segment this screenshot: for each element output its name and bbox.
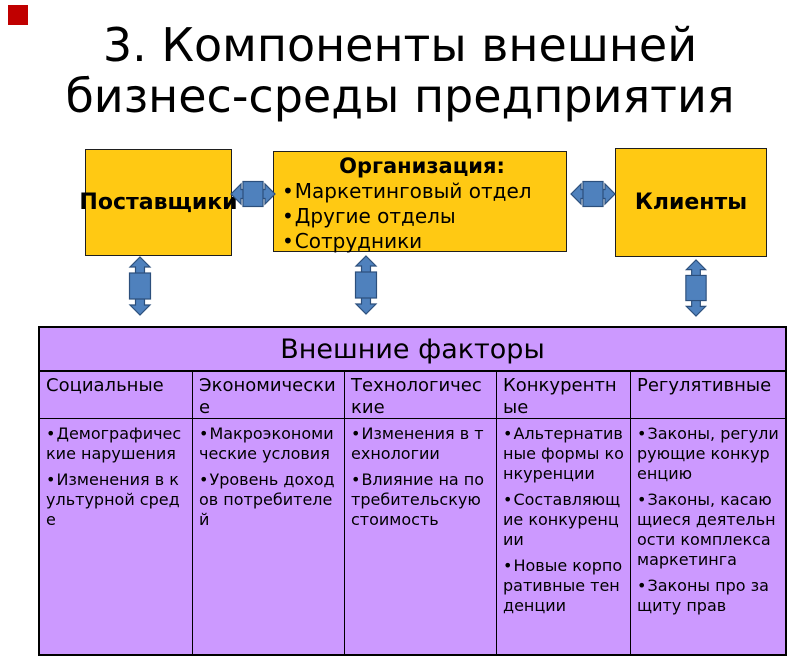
external-factors-table: Внешние факторы Социальные Экономические… xyxy=(38,326,787,656)
item-text: Демографические нарушения xyxy=(46,424,182,463)
clients-box: Клиенты xyxy=(615,148,767,257)
organization-item: •Сотрудники xyxy=(282,229,562,254)
title-line-1: 3. Компоненты внешней xyxy=(102,18,698,72)
table-item: •Изменения в культурной среде xyxy=(46,470,186,530)
table-item: •Влияние на потребительскую стоимость xyxy=(351,470,490,530)
bullet-glyph: • xyxy=(503,490,513,509)
column-header-technological: Технологические xyxy=(345,372,497,419)
bullet-glyph: • xyxy=(637,490,647,509)
page-title: 3. Компоненты внешней бизнес-среды предп… xyxy=(0,20,800,122)
clients-label: Клиенты xyxy=(634,190,748,215)
table-item: •Альтернативные формы конкуренции xyxy=(503,424,624,484)
table-item: •Изменения в технологии xyxy=(351,424,490,464)
table-item: •Новые корпоративные тенденции xyxy=(503,556,624,616)
table-body-row: •Демографические нарушения •Изменения в … xyxy=(40,419,785,655)
organization-item-label: Другие отделы xyxy=(294,204,456,228)
organization-item-label: Сотрудники xyxy=(294,229,423,253)
organization-item-label: Маркетинговый отдел xyxy=(294,179,532,203)
item-text: Законы про защиту прав xyxy=(637,576,769,615)
table-header-row: Социальные Экономические Технологические… xyxy=(40,372,785,419)
column-header-social: Социальные xyxy=(40,372,193,419)
item-text: Законы, касающиеся деятельности комплекс… xyxy=(637,490,776,569)
left-right-arrow-icon xyxy=(570,180,616,208)
table-item: •Уровень доходов потребителей xyxy=(199,470,338,530)
left-right-arrow-icon xyxy=(230,180,276,208)
cell-economic: •Макроэкономические условия •Уровень дох… xyxy=(193,419,345,655)
organization-box: Организация: •Маркетинговый отдел •Други… xyxy=(273,151,567,254)
red-square-decoration xyxy=(8,5,28,25)
organization-item: •Маркетинговый отдел xyxy=(282,179,562,204)
item-text: Альтернативные формы конкуренции xyxy=(503,424,624,483)
item-text: Составляющие конкуренции xyxy=(503,490,621,549)
table-item: •Демографические нарушения xyxy=(46,424,186,464)
item-text: Изменения в культурной среде xyxy=(46,470,180,529)
suppliers-box: Поставщики xyxy=(79,149,238,256)
cell-competitive: •Альтернативные формы конкуренции •Соста… xyxy=(497,419,631,655)
item-text: Законы, регулирующие конкуренцию xyxy=(637,424,779,483)
bullet-glyph: • xyxy=(503,556,513,575)
cell-social: •Демографические нарушения •Изменения в … xyxy=(40,419,193,655)
organization-title: Организация: xyxy=(339,154,505,178)
up-down-arrow-icon xyxy=(354,255,378,315)
up-down-arrow-icon xyxy=(128,256,152,316)
bullet-glyph: • xyxy=(351,470,361,489)
item-text: Макроэкономические условия xyxy=(199,424,334,463)
item-text: Изменения в технологии xyxy=(351,424,484,463)
bullet-glyph: • xyxy=(351,424,361,443)
bullet-glyph: • xyxy=(46,424,56,443)
item-text: Уровень доходов потребителей xyxy=(199,470,335,529)
table-item: •Законы, регулирующие конкуренцию xyxy=(637,424,779,484)
bullet-glyph: • xyxy=(46,470,56,489)
column-header-economic: Экономические xyxy=(193,372,345,419)
column-header-competitive: Конкурентные xyxy=(497,372,631,419)
organization-item: •Другие отделы xyxy=(282,204,562,229)
table-title: Внешние факторы xyxy=(40,328,785,372)
column-header-regulatory: Регулятивные xyxy=(631,372,785,419)
item-text: Влияние на потребительскую стоимость xyxy=(351,470,485,529)
cell-regulatory: •Законы, регулирующие конкуренцию •Закон… xyxy=(631,419,785,655)
table-item: •Законы, касающиеся деятельности комплек… xyxy=(637,490,779,570)
bullet-glyph: • xyxy=(503,424,513,443)
up-down-arrow-icon xyxy=(684,259,708,317)
bullet-glyph: • xyxy=(199,424,209,443)
bullet-glyph: • xyxy=(282,179,294,203)
suppliers-label: Поставщики xyxy=(79,190,238,215)
table-item: •Законы про защиту прав xyxy=(637,576,779,616)
slide: { "slide": { "title_lines": ["3. Компоне… xyxy=(0,5,800,656)
cell-technological: •Изменения в технологии •Влияние на потр… xyxy=(345,419,497,655)
bullet-glyph: • xyxy=(282,204,294,228)
item-text: Новые корпоративные тенденции xyxy=(503,556,623,615)
title-line-2: бизнес-среды предприятия xyxy=(65,69,735,123)
table-item: •Макроэкономические условия xyxy=(199,424,338,464)
bullet-glyph: • xyxy=(637,576,647,595)
bullet-glyph: • xyxy=(199,470,209,489)
bullet-glyph: • xyxy=(282,229,294,253)
table-item: •Составляющие конкуренции xyxy=(503,490,624,550)
bullet-glyph: • xyxy=(637,424,647,443)
